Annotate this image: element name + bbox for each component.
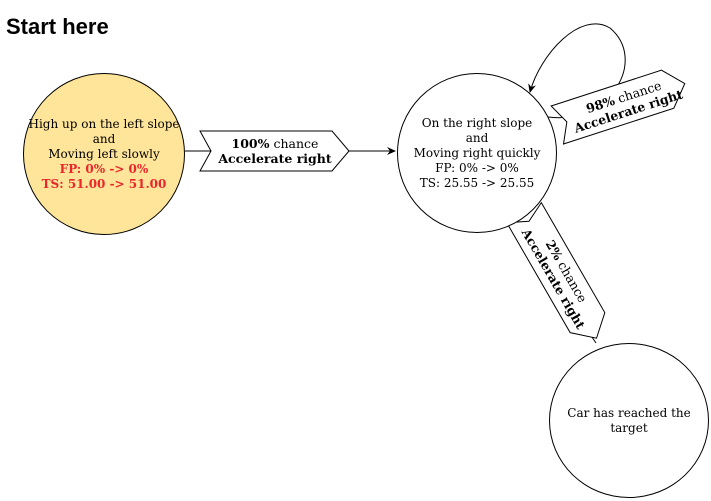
node-right-line-1: On the right slope	[421, 115, 533, 130]
node-target-state: Car has reached the target	[549, 343, 709, 498]
label-start-to-right-pct: 100%	[231, 136, 270, 151]
node-start-line-3: Moving left slowly	[48, 146, 160, 161]
label-start-to-right-chance: chance	[273, 136, 319, 151]
node-right-slope-state: On the right slope and Moving right quic…	[397, 73, 557, 233]
node-start-line-1: High up on the left slope	[28, 116, 180, 131]
node-start-fp: FP: 0% -> 0%	[59, 161, 149, 176]
node-start-line-2: and	[92, 131, 116, 146]
label-shape-start-to-right	[199, 130, 350, 172]
page-title: Start here	[6, 14, 109, 39]
node-start-ts: TS: 51.00 -> 51.00	[41, 176, 167, 191]
node-right-fp: FP: 0% -> 0%	[435, 160, 519, 175]
label-shape-right-self	[550, 69, 686, 145]
node-right-ts: TS: 25.55 -> 25.55	[419, 175, 535, 190]
node-start-state: High up on the left slope and Moving lef…	[23, 73, 185, 235]
label-start-to-right: 100% chance Accelerate right	[211, 136, 339, 166]
label-shape-right-to-target	[505, 201, 606, 339]
node-right-line-2: and	[465, 130, 489, 145]
node-right-line-3: Moving right quickly	[413, 145, 541, 160]
node-target-text: Car has reached the target	[567, 405, 691, 435]
label-start-to-right-action: Accelerate right	[218, 151, 332, 166]
